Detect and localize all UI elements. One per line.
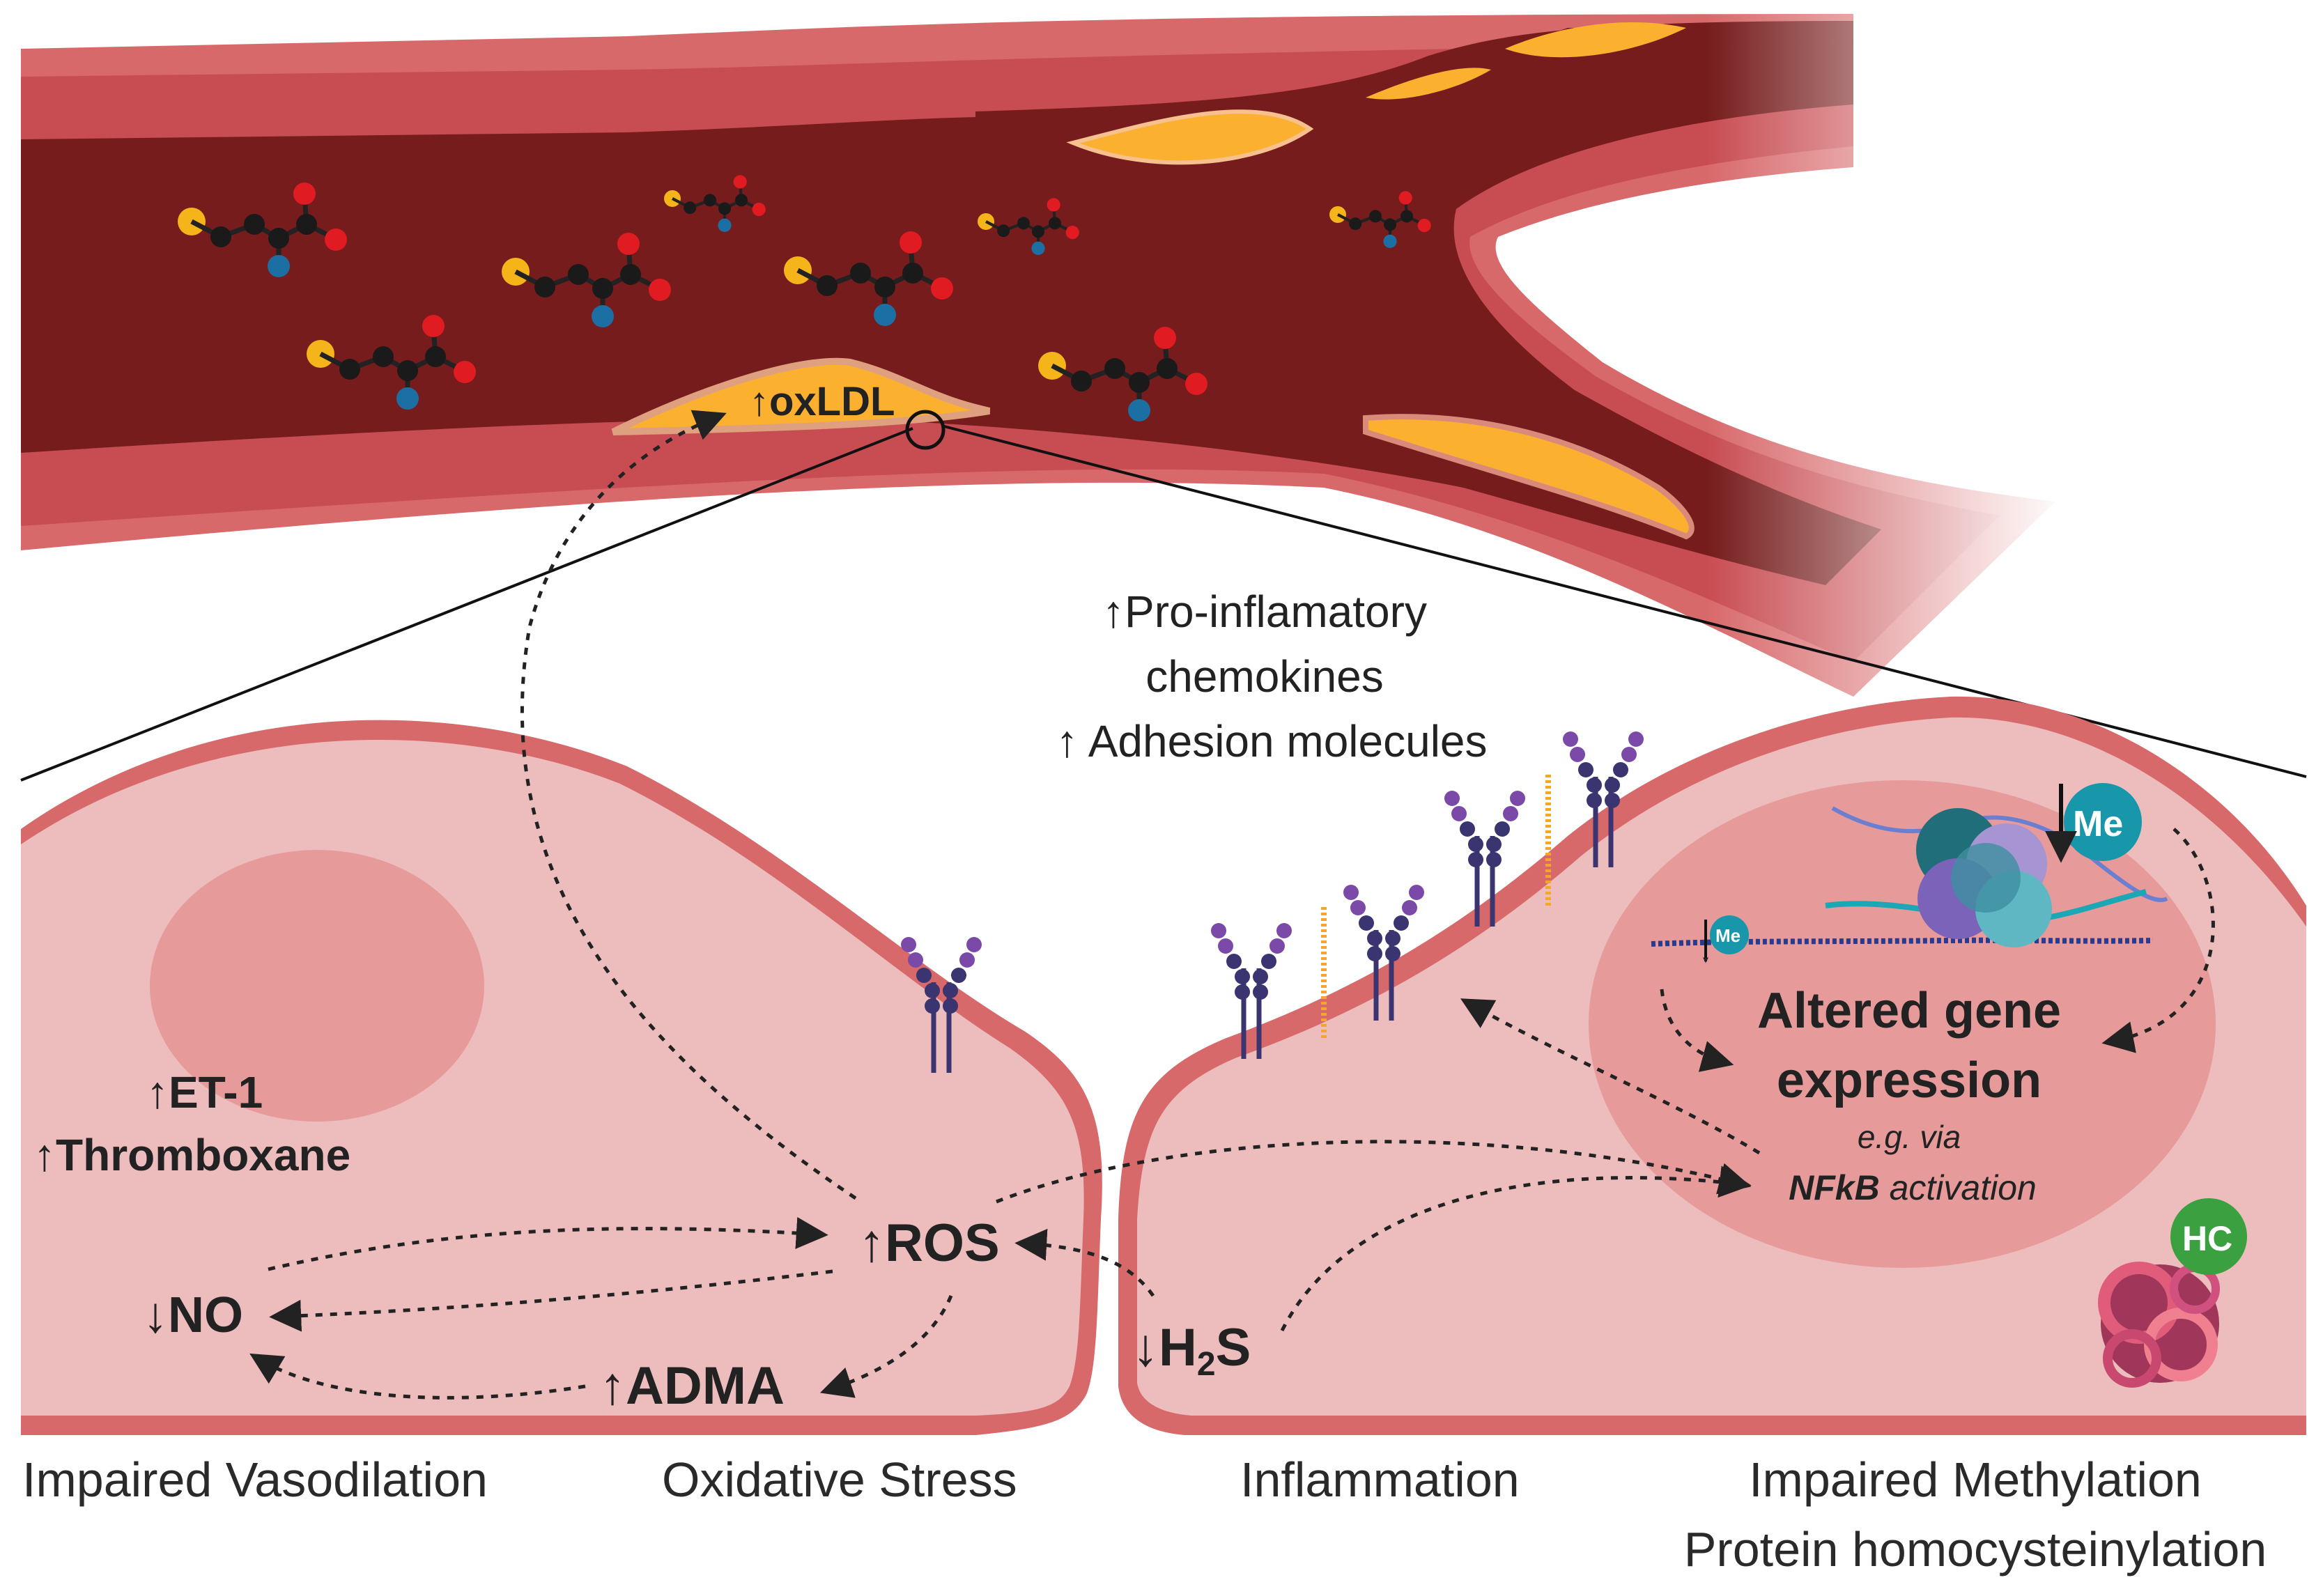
no-label: ↓NO xyxy=(143,1287,243,1343)
nfkb-activation-label: NFkB activation xyxy=(1789,1168,2037,1207)
svg-text:Me: Me xyxy=(1715,925,1741,946)
arrow-methyl-to-gene-right xyxy=(2101,828,2215,1053)
caption-protein-homocysteinylation: Protein homocysteinylation xyxy=(1684,1522,2267,1576)
arrow-h2s-to-ros xyxy=(1014,1228,1155,1297)
blood-vessel xyxy=(21,0,2069,731)
thromboxane-label: ↑Thromboxane xyxy=(33,1130,350,1180)
plaque-top-2 xyxy=(1505,22,1686,58)
pathway-arrows xyxy=(249,410,2215,1400)
expression-label: expression xyxy=(1777,1053,2042,1108)
arrow-ros-to-adma xyxy=(819,1295,953,1398)
plaque-right xyxy=(1363,414,1695,540)
methyl-badge-large xyxy=(2064,783,2142,861)
svg-text:Me: Me xyxy=(2073,804,2123,844)
chromatin: Me Me xyxy=(1651,783,2168,963)
adma-label: ↑ADMA xyxy=(599,1356,785,1416)
et1-label: ↑ET-1 xyxy=(146,1067,263,1117)
ros-label: ↑ROS xyxy=(858,1214,1000,1273)
caption-impaired-vasodilation: Impaired Vasodilation xyxy=(22,1452,488,1507)
altered-gene-label: Altered gene xyxy=(1757,983,2061,1039)
arrow-methyl-to-gene-left xyxy=(1660,989,1734,1072)
caption-inflammation: Inflammation xyxy=(1240,1452,1520,1507)
h2s-label: ↓H2S xyxy=(1132,1318,1251,1383)
arrow-nfkb-adhesion xyxy=(1460,998,1761,1155)
plaque-top-1 xyxy=(1066,109,1314,165)
left-nucleus xyxy=(150,850,484,1122)
pro-inflammatory-label: ↑Pro-inflamatory xyxy=(1102,587,1427,637)
arrow-adma-to-no xyxy=(249,1353,586,1400)
caption-oxidative-stress: Oxidative Stress xyxy=(662,1452,1017,1507)
histone-5 xyxy=(1951,843,2021,913)
zoom-circle xyxy=(905,410,946,450)
adhesion-molecules-label: ↑ Adhesion molecules xyxy=(1056,716,1487,766)
chemokines-label: chemokines xyxy=(1145,651,1384,702)
methyl-badge-small xyxy=(1710,915,1749,954)
arrow-h2s-to-nfkb xyxy=(1280,1165,1752,1332)
oxldl-label: ↑oxLDL xyxy=(749,379,895,424)
dna-strand xyxy=(1651,937,2154,947)
hc-badge xyxy=(2170,1198,2247,1275)
homocysteinylated-protein: HC xyxy=(2098,1198,2247,1388)
eg-via-label: e.g. via xyxy=(1858,1119,1961,1155)
caption-impaired-methylation: Impaired Methylation xyxy=(1749,1452,2202,1507)
svg-text:HC: HC xyxy=(2182,1219,2232,1258)
arrow-to-ros xyxy=(268,1217,828,1271)
